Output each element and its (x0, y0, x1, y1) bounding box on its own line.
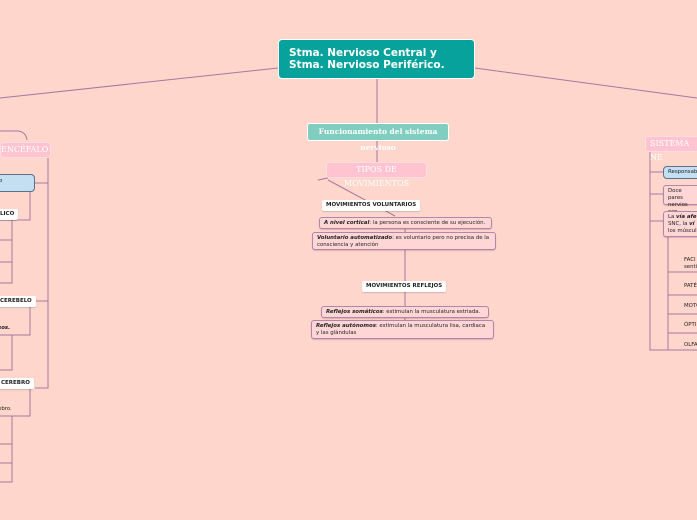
root-title-line2: Stma. Nervioso Periférico. (289, 59, 445, 71)
via-aferente-card[interactable]: La vía afe SNC, la ví los múscul (663, 211, 697, 237)
nivel-cortical-text: : la persona es consciente de su ejecuci… (369, 220, 486, 226)
encefalo-topic[interactable]: ENCÉFALO (0, 142, 51, 158)
nerve-motor[interactable]: MOTO (684, 303, 697, 309)
nivel-cortical-card[interactable]: A nivel cortical: la persona es conscien… (319, 217, 492, 229)
funcionamiento-topic[interactable]: Funcionamiento del sistema nervioso (307, 123, 449, 152)
encefalo-blue-text: o (0, 178, 3, 184)
via-line1-em: vía afe (676, 214, 697, 220)
nerve-olfatorio[interactable]: OLFA (684, 342, 697, 348)
nerve-optico[interactable]: ÓPTI (684, 322, 697, 328)
voluntario-automatizado-card[interactable]: Voluntario automatizado: es voluntario p… (312, 232, 496, 250)
movimientos-reflejos-topic[interactable]: MOVIMIENTOS REFLEJOS (362, 281, 447, 292)
root-topic[interactable]: Stma. Nervioso Central y Stma. Nervioso … (278, 39, 475, 79)
reflejos-somaticos-text: : estimulan la musculatura estriada. (382, 309, 481, 315)
periferico-blue-text: Responsab (668, 169, 697, 175)
via-line2-pre: SNC, la (668, 221, 690, 227)
doce-pares-line1: Doce pares (668, 188, 683, 201)
nerve-facial-sub: senti (684, 264, 697, 270)
nivel-cortical-term: A nivel cortical (324, 220, 370, 226)
reflejos-autonomos-term: Reflejos autónomos (316, 323, 376, 329)
reflejos-autonomos-text: : estimulan la musculatura lisa, cardiac… (316, 323, 486, 336)
reflejos-autonomos-card[interactable]: Reflejos autónomos: estimulan la muscula… (311, 320, 494, 339)
nerve-facial[interactable]: FACI senti (684, 257, 697, 271)
cerebelo-text: sos. (0, 325, 11, 331)
encefalo-blue-card[interactable]: o (0, 174, 35, 192)
root-title-line1: Stma. Nervioso Central y (289, 47, 437, 59)
voluntario-automatizado-term: Voluntario automatizado (317, 235, 393, 241)
via-line1-pre: La (668, 214, 677, 220)
tipos-movimientos-topic[interactable]: TIPOS DE MOVIMIENTOS (326, 162, 427, 188)
cerebelo-topic[interactable]: CEREBELO (0, 296, 36, 307)
via-line3: los múscul (668, 228, 697, 234)
cerebro-topic[interactable]: CEREBRO (0, 378, 34, 389)
cerebro-text: ebro. (0, 406, 12, 412)
nerve-patetico[interactable]: PATÉ (684, 283, 697, 289)
periferico-blue-card[interactable]: Responsab (663, 166, 697, 179)
voluntario-automatizado-text: : es voluntario pero no precisa de la co… (317, 235, 490, 248)
doce-pares-card[interactable]: Doce pares nervios esp (663, 185, 697, 215)
movimientos-voluntarios-topic[interactable]: MOVIMIENTOS VOLUNTARIOS (322, 200, 421, 211)
reflejos-somaticos-term: Reflejos somáticos (326, 309, 383, 315)
sistema-nervioso-periferico-topic[interactable]: SISTEMA NE (645, 136, 697, 162)
tronco-encefalico-topic[interactable]: LICO (0, 209, 19, 220)
reflejos-somaticos-card[interactable]: Reflejos somáticos: estimulan la muscula… (321, 306, 489, 318)
nerve-facial-label: FACI (684, 257, 696, 263)
via-line2-em: ví (689, 221, 695, 227)
